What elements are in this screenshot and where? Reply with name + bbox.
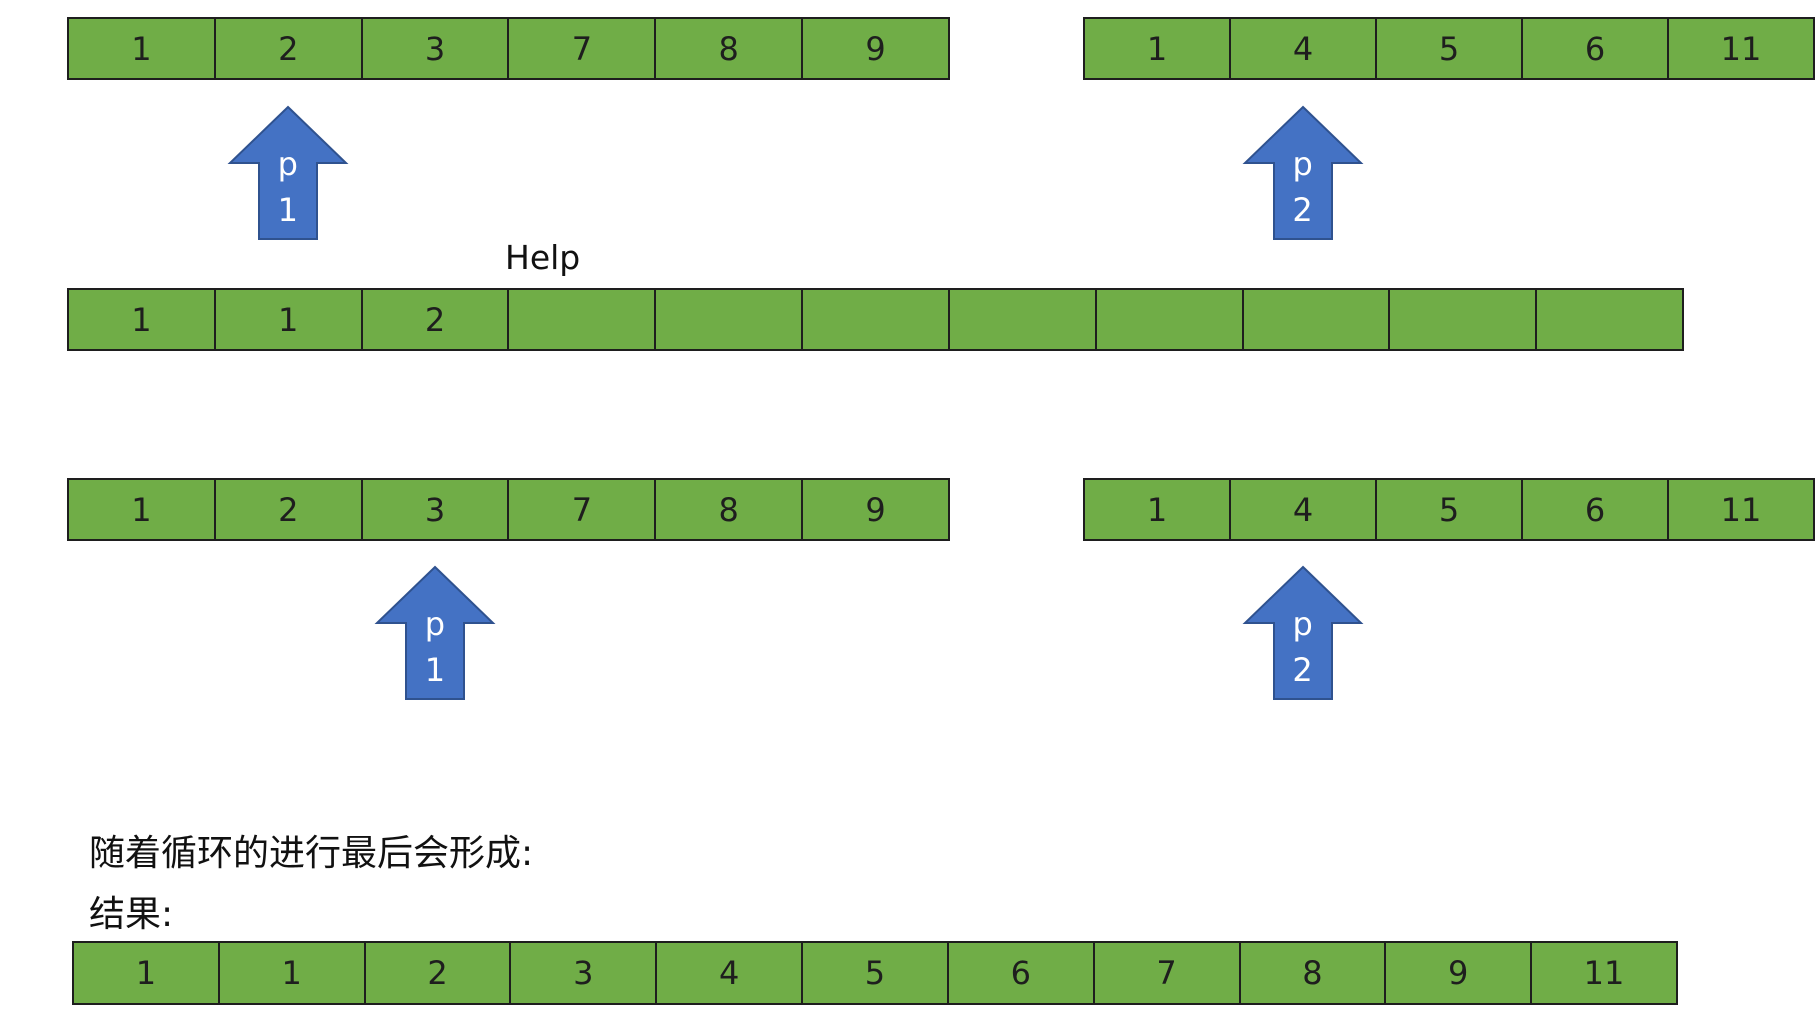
array-cell: 2: [366, 943, 512, 1003]
help-array-label: Help: [505, 238, 581, 277]
array-cell: 5: [1377, 480, 1523, 539]
array-cell: 1: [69, 480, 216, 539]
pointer-label-line1: p: [1292, 145, 1313, 183]
pointer-label-line1: p: [277, 145, 298, 183]
array-cell: 9: [865, 490, 886, 529]
array-cell: [950, 290, 1097, 349]
array-cell: 11: [1583, 954, 1625, 992]
array-cell: 3: [363, 19, 510, 78]
array-cell: 7: [509, 19, 657, 78]
array-cell: 4: [1231, 19, 1377, 78]
pointer-label-line1: p: [1292, 605, 1313, 643]
array-cell: 1: [74, 943, 220, 1003]
array-cell: 6: [949, 943, 1095, 1003]
array-cell: 7: [509, 480, 657, 539]
array-cell: 8: [656, 19, 804, 78]
array-cell: [1097, 290, 1244, 349]
array-cell: 8: [656, 480, 804, 539]
pointer-label-line1: p: [424, 605, 446, 643]
pointer-label-line2: 1: [277, 191, 298, 229]
array-cell: 11: [1720, 490, 1762, 529]
array-cell: [1244, 290, 1391, 349]
array-cell: 9: [865, 29, 886, 68]
array-cell: 5: [803, 943, 949, 1003]
up-arrow-icon: [374, 565, 496, 700]
array-cell: [1390, 290, 1538, 349]
pointer-p1-step1: p 1: [227, 105, 349, 240]
array-cell: 2: [216, 480, 363, 539]
caption-text: 随着循环的进行最后会形成:: [89, 833, 534, 874]
array-cell: 2: [216, 19, 363, 78]
array-cell: 1: [1085, 480, 1231, 539]
array-cell: [509, 290, 657, 349]
array-cell: 6: [1523, 19, 1669, 78]
array-cell: 2: [363, 290, 510, 349]
array-cell: 7: [1095, 943, 1241, 1003]
pointer-label-line2: 2: [1292, 651, 1313, 689]
array-cell: 1: [69, 290, 216, 349]
array-cell: 8: [1241, 943, 1387, 1003]
pointer-label-line2: 2: [1292, 191, 1313, 229]
pointer-p2-step2: p 2: [1242, 565, 1364, 700]
array-cell: [803, 290, 950, 349]
result-label: 结果:: [89, 894, 174, 935]
pointer-label-line2: 1: [424, 651, 446, 689]
up-arrow-icon: [1242, 105, 1364, 240]
array-cell: 9: [1386, 943, 1533, 1003]
array-cell: 6: [1523, 480, 1669, 539]
array-cell: 3: [511, 943, 658, 1003]
array-cell: 11: [1720, 29, 1762, 68]
array-cell: [656, 290, 804, 349]
array-cell: 3: [363, 480, 510, 539]
array-cell: 1: [69, 19, 216, 78]
up-arrow-icon: [227, 105, 349, 240]
array-cell: 4: [657, 943, 804, 1003]
pointer-p2-step1: p 2: [1242, 105, 1364, 240]
array-cell: 1: [1085, 19, 1231, 78]
array-cell: [1537, 290, 1682, 349]
array-cell: 5: [1377, 19, 1523, 78]
pointer-p1-step2: p 1: [374, 565, 496, 700]
array-cell: 1: [216, 290, 363, 349]
array-cell: 4: [1231, 480, 1377, 539]
up-arrow-icon: [1242, 565, 1364, 700]
array-cell: 1: [220, 943, 366, 1003]
